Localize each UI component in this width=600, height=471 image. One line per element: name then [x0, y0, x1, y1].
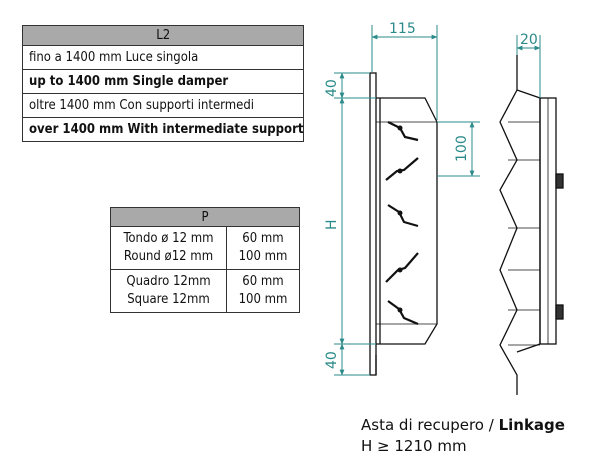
pivot: [397, 210, 403, 216]
p-row-round: Tondo ø 12 mm Round ø12 mm 60 mm 100 mm: [110, 226, 300, 270]
p-label-it: Quadro 12mm: [126, 274, 211, 289]
p-value: 60 mm: [242, 231, 284, 246]
side-profile-mid: [516, 89, 541, 353]
p-row-square: Quadro 12mm Square 12mm 60 mm 100 mm: [110, 269, 300, 313]
p-value: 60 mm: [242, 274, 284, 289]
blade: [385, 157, 419, 181]
p-cell-label: Quadro 12mm Square 12mm: [110, 269, 227, 313]
caption-prefix: Asta di recupero /: [361, 416, 499, 434]
side-view: [499, 55, 564, 395]
linkage-bracket: [555, 173, 564, 189]
front-view: [369, 72, 438, 376]
side-profile-left: [499, 55, 518, 395]
p-cell-label: Tondo ø 12 mm Round ø12 mm: [110, 226, 227, 270]
pivot: [397, 307, 403, 313]
dim-label-width: 115: [389, 21, 416, 37]
dim-label-pitch: 100: [454, 135, 470, 162]
front-flange: [369, 72, 377, 376]
damper-blades: [385, 121, 419, 326]
p-cell-values: 60 mm 100 mm: [226, 269, 300, 313]
blade: [385, 252, 419, 283]
p-label-en: Square 12mm: [127, 292, 210, 307]
blade: [387, 121, 419, 142]
p-label-en: Round ø12 mm: [123, 249, 214, 264]
blade-pivots: [397, 125, 403, 313]
pivot: [397, 267, 403, 273]
l2-table-header: L2: [21, 25, 305, 46]
l2-table: L2 fino a 1400 mm Luce singola up to 140…: [21, 25, 305, 142]
dim-label-top-flange: 40: [324, 79, 340, 97]
dim-label-bottom-flange: 40: [324, 351, 340, 369]
pivot: [397, 168, 403, 174]
blade: [387, 300, 419, 326]
caption-bold: Linkage: [498, 416, 565, 434]
p-value: 100 mm: [238, 249, 288, 264]
p-cell-values: 60 mm 100 mm: [226, 226, 300, 270]
caption-line-1: Asta di recupero / Linkage: [361, 415, 565, 436]
dimension-lines: [334, 25, 541, 376]
dim-label-side-depth: 20: [520, 32, 538, 48]
linkage-bracket: [555, 304, 564, 320]
linkage-caption: Asta di recupero / Linkage H ≥ 1210 mm: [361, 415, 565, 457]
caption-line-2: H ≥ 1210 mm: [361, 437, 467, 455]
pivot: [397, 125, 403, 131]
p-value: 100 mm: [238, 292, 288, 307]
p-label-it: Tondo ø 12 mm: [123, 231, 214, 246]
l2-row: fino a 1400 mm Luce singola: [21, 45, 305, 70]
l2-row: over 1400 mm With intermediate support: [21, 117, 305, 142]
dim-label-height: H: [324, 219, 340, 230]
blade: [387, 204, 419, 228]
p-table-header: P: [110, 207, 300, 227]
front-body: [376, 97, 438, 345]
p-table: P Tondo ø 12 mm Round ø12 mm 60 mm 100 m…: [110, 207, 300, 313]
l2-row: oltre 1400 mm Con supporti intermedi: [21, 93, 305, 118]
